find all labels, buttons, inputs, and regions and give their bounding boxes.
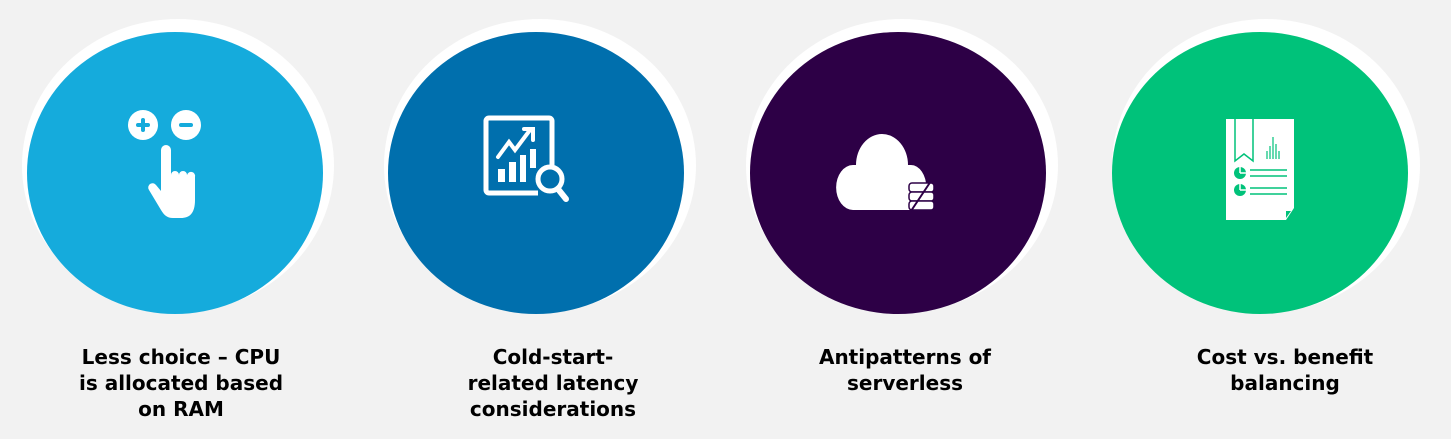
circle [1112,32,1408,314]
label-line: Less choice – CPU [81,345,281,369]
cloud-server-icon [836,134,935,212]
label-line: Cold-start- [492,345,614,369]
circle [388,32,684,314]
report-document-icon [1226,119,1294,220]
label-line: Cost vs. benefit [1196,345,1374,369]
label-line: balancing [1230,371,1340,395]
label-line: related latency [467,371,639,395]
label-line: Antipatterns of [818,345,992,369]
feature-cpu-ram: Less choice – CPU is allocated based on … [0,0,362,439]
label-line: serverless [846,371,964,395]
feature-label: Less choice – CPU is allocated based on … [0,344,362,422]
circle [27,32,323,314]
feature-label: Antipatterns of serverless [724,344,1086,396]
label-line: on RAM [138,397,224,421]
feature-cost-benefit: Cost vs. benefit balancing [1086,0,1448,439]
label-line: is allocated based [78,371,284,395]
feature-label: Cold-start- related latency consideratio… [372,344,734,422]
feature-antipatterns: Antipatterns of serverless [724,0,1086,439]
touch-plus-minus-icon [128,110,201,218]
circle [750,32,1046,314]
chart-magnifier-icon [483,115,569,202]
feature-label: Cost vs. benefit balancing [1104,344,1451,396]
label-line: considerations [469,397,637,421]
feature-cold-start: Cold-start- related latency consideratio… [362,0,724,439]
